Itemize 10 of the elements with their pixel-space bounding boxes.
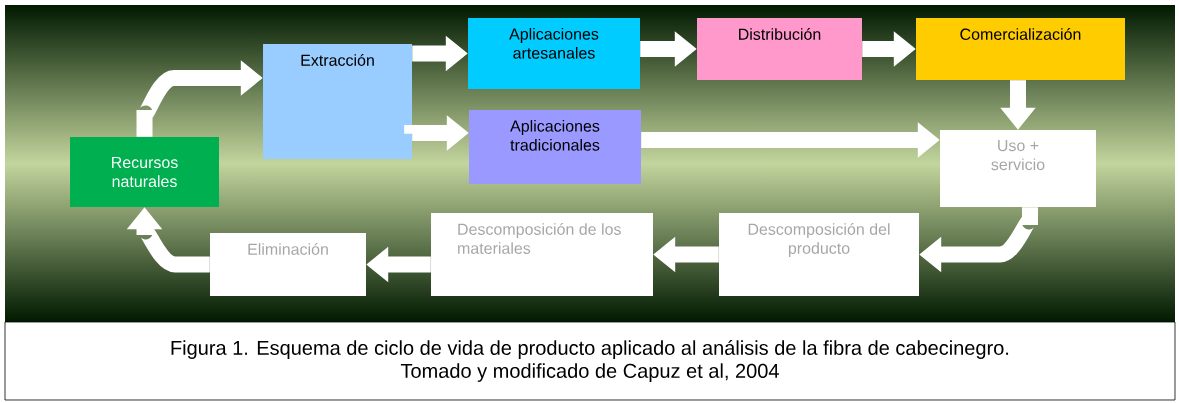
process-box: Recursos naturales — [70, 137, 219, 207]
process-box: Uso + servicio — [940, 130, 1096, 207]
process-box: Extracción — [263, 44, 412, 159]
process-box: Descomposición del producto — [719, 213, 919, 296]
process-box: Distribución — [697, 18, 862, 80]
process-box: Comercialización — [916, 18, 1125, 80]
process-box: Descomposición de los materiales — [431, 213, 653, 296]
process-box: Aplicaciones artesanales — [468, 18, 640, 89]
process-box: Aplicaciones tradicionales — [469, 110, 641, 184]
caption-box: Figura 1. Esquema de ciclo de vida de producto aplicado al análisis de la fibra de cabecinegro. Tomado y modificado de Capuz et al, 2004 — [4, 321, 1176, 401]
